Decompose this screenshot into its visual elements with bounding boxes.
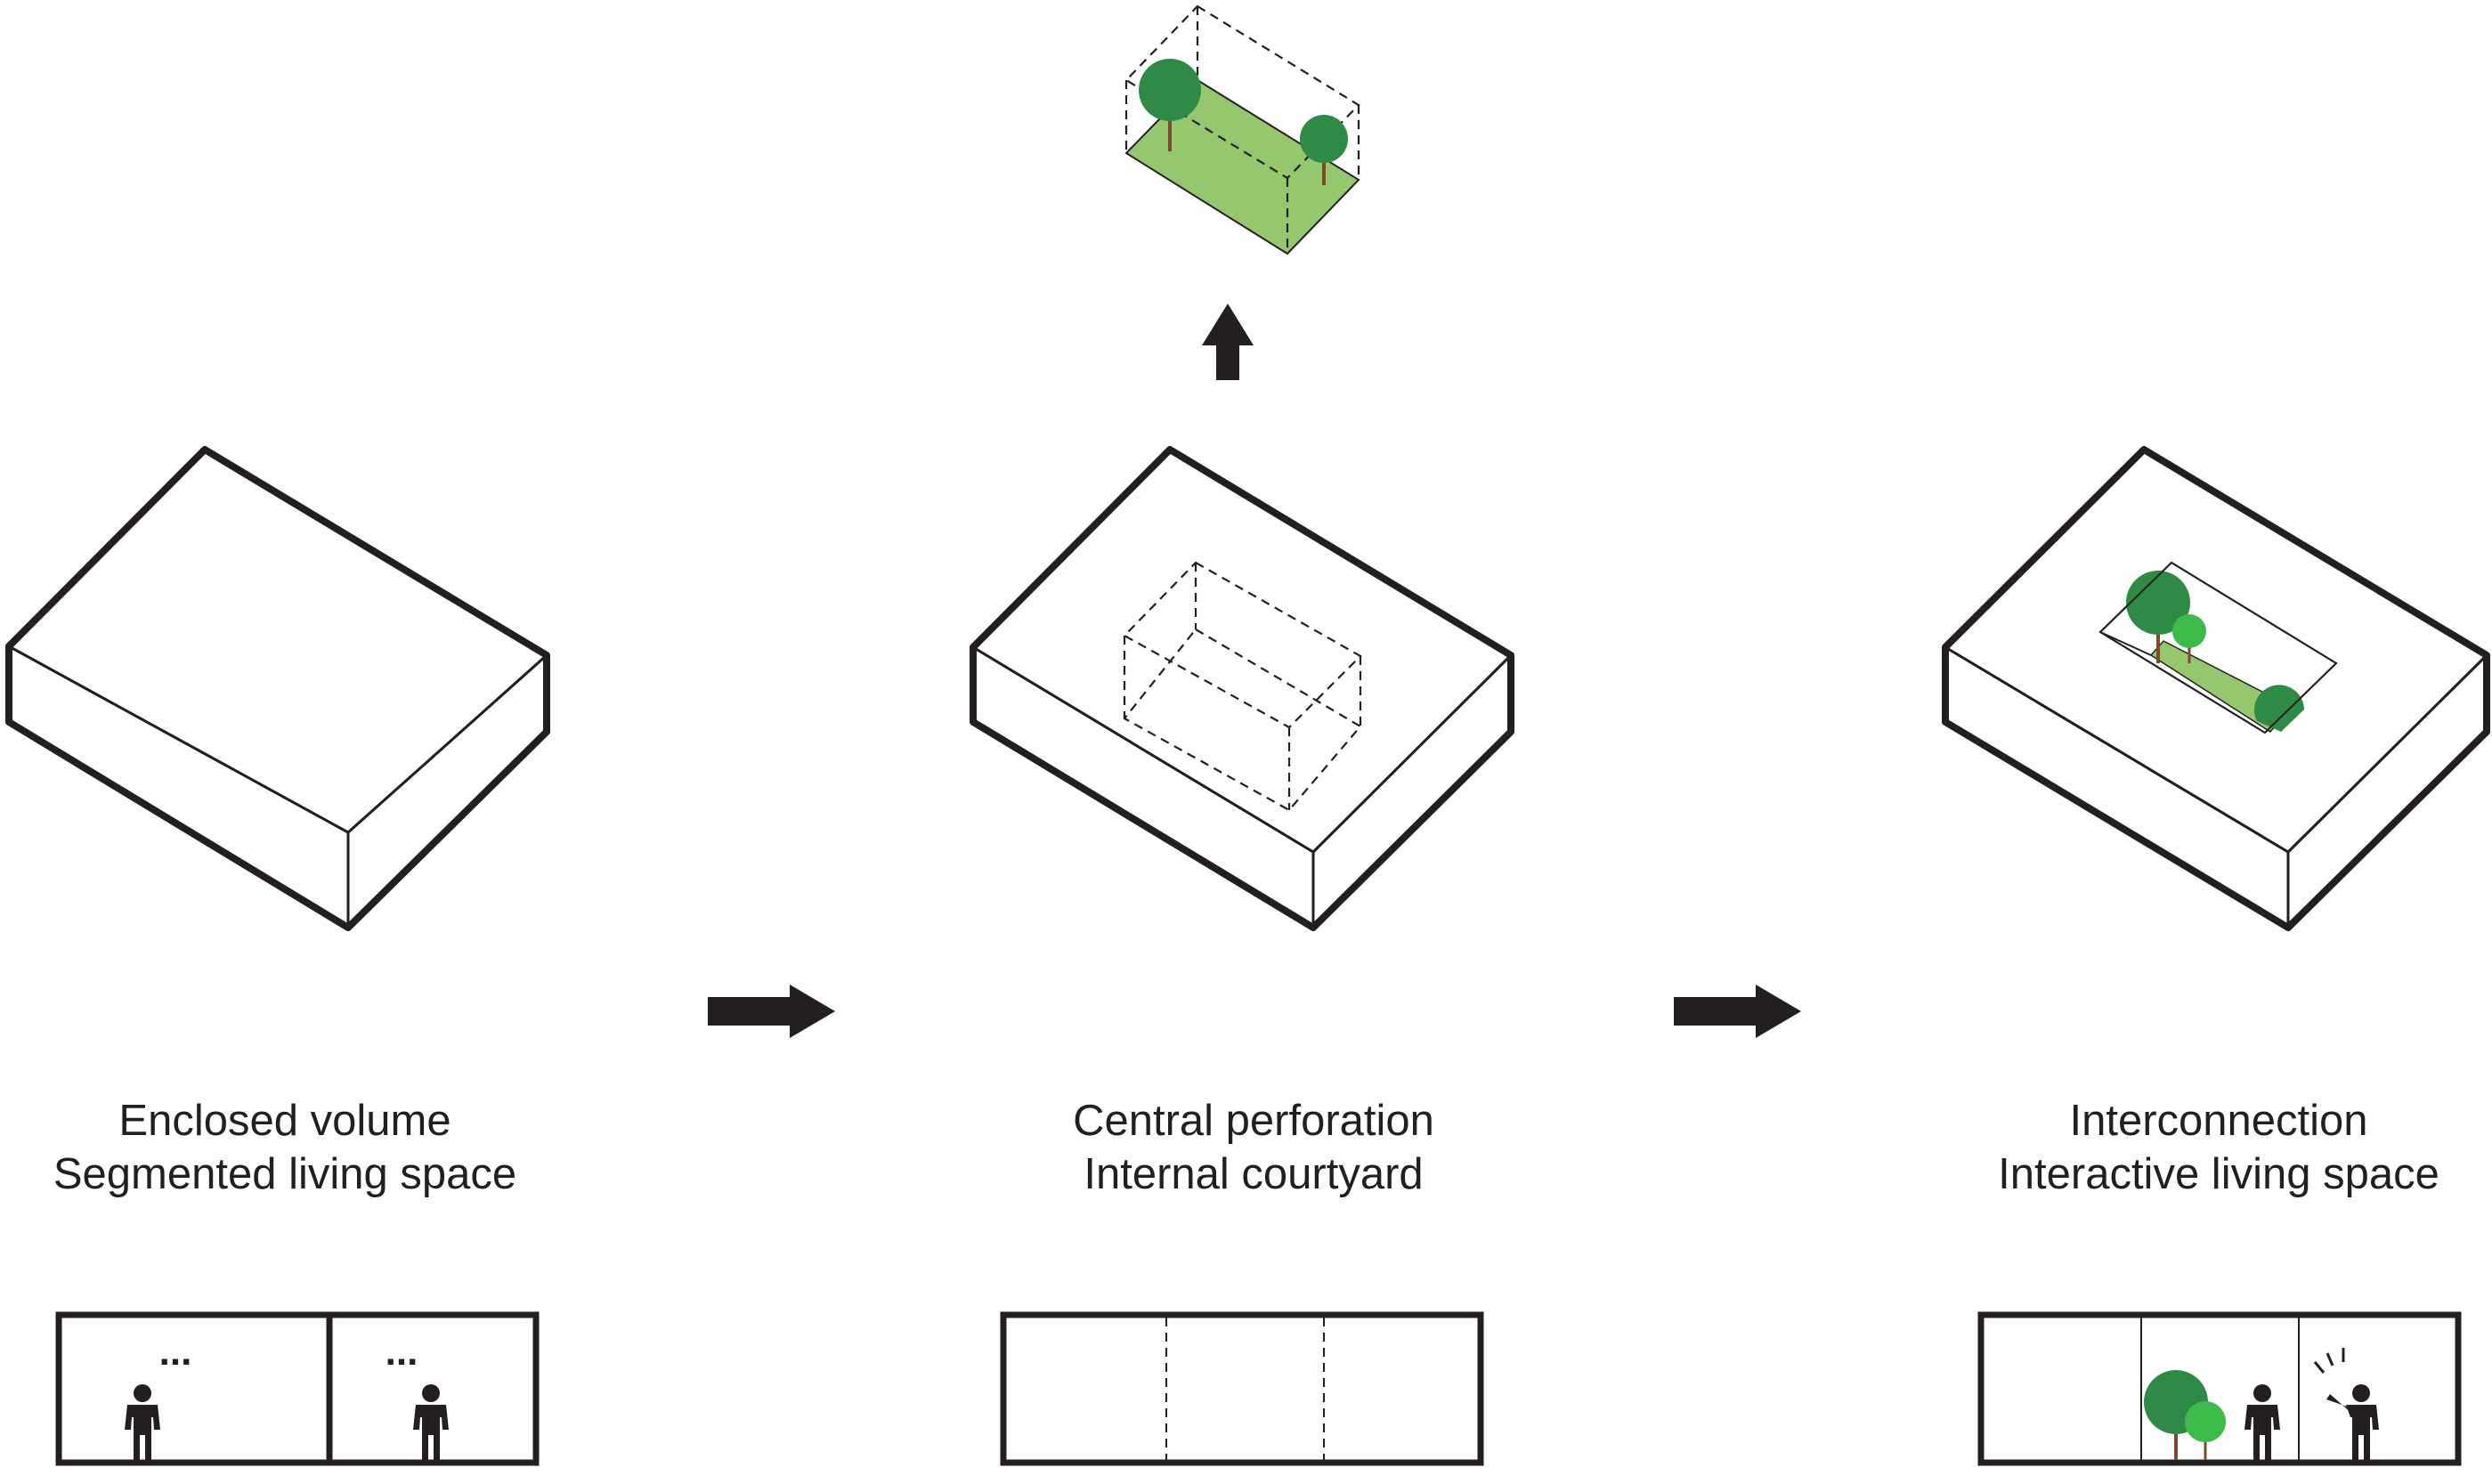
enclosed-volume-box bbox=[5, 446, 550, 931]
courtyard-opening bbox=[2098, 561, 2338, 734]
caption-perforation-line2: Internal courtyard bbox=[1084, 1150, 1423, 1198]
caption-interconnection-line2: Interactive living space bbox=[1998, 1150, 2439, 1198]
tree-icon bbox=[2185, 1401, 2226, 1460]
person-icon bbox=[413, 1384, 449, 1460]
stage-central-perforation bbox=[970, 4, 1514, 931]
speech-ellipsis: ... bbox=[386, 1330, 418, 1374]
caption-enclosed-line1: Enclosed volume bbox=[118, 1097, 451, 1145]
stage-interconnection bbox=[1942, 446, 2490, 931]
tree-icon bbox=[1300, 115, 1348, 185]
stage-enclosed-volume bbox=[5, 446, 550, 931]
tree-icon bbox=[2172, 614, 2206, 663]
tree-icon bbox=[2254, 685, 2304, 732]
arrow-up-icon bbox=[1202, 304, 1254, 380]
caption-enclosed-line2: Segmented living space bbox=[53, 1150, 516, 1198]
tree-icon bbox=[2126, 571, 2190, 663]
section-interactive bbox=[1977, 1311, 2462, 1466]
perforated-volume-box bbox=[970, 446, 1514, 931]
arrow-right-icon bbox=[1674, 985, 1801, 1038]
person-icon bbox=[2244, 1384, 2280, 1460]
person-icon bbox=[125, 1384, 160, 1460]
caption-perforation-line1: Central perforation bbox=[1073, 1097, 1434, 1145]
arrow-right-icon bbox=[708, 985, 835, 1038]
waving-person-icon bbox=[2313, 1348, 2379, 1460]
courtyard-void-outline bbox=[1123, 561, 1362, 812]
section-segmented: ... ... bbox=[55, 1311, 540, 1466]
speech-ellipsis: ... bbox=[159, 1330, 192, 1374]
caption-interconnection-line1: Interconnection bbox=[2069, 1097, 2367, 1145]
tree-icon bbox=[1139, 59, 1201, 151]
section-courtyard bbox=[1000, 1311, 1484, 1466]
extracted-courtyard bbox=[1124, 4, 1360, 255]
